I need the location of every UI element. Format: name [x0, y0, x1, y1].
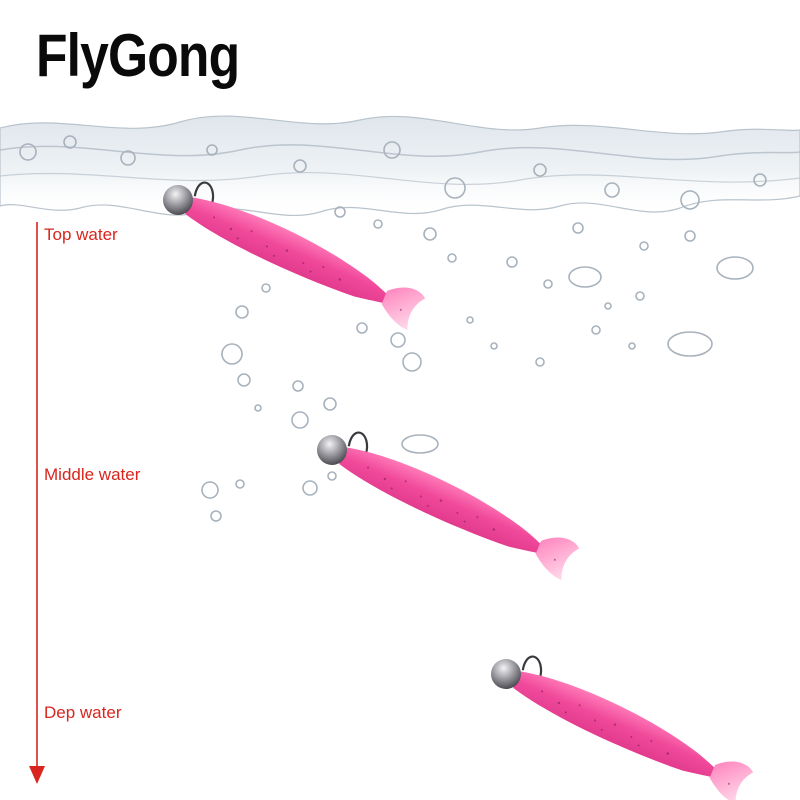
depth-arrow — [29, 222, 45, 784]
lure-deep — [491, 655, 754, 800]
bubbles — [19, 135, 767, 522]
lure-middle — [317, 431, 580, 580]
depth-label-top: Top water — [44, 225, 118, 244]
water-surface — [0, 115, 800, 216]
brand-logo-text: FlyGong — [36, 22, 240, 89]
depth-label-deep: Dep water — [44, 703, 122, 722]
lure-top — [163, 181, 426, 330]
depth-label-middle: Middle water — [44, 465, 141, 484]
